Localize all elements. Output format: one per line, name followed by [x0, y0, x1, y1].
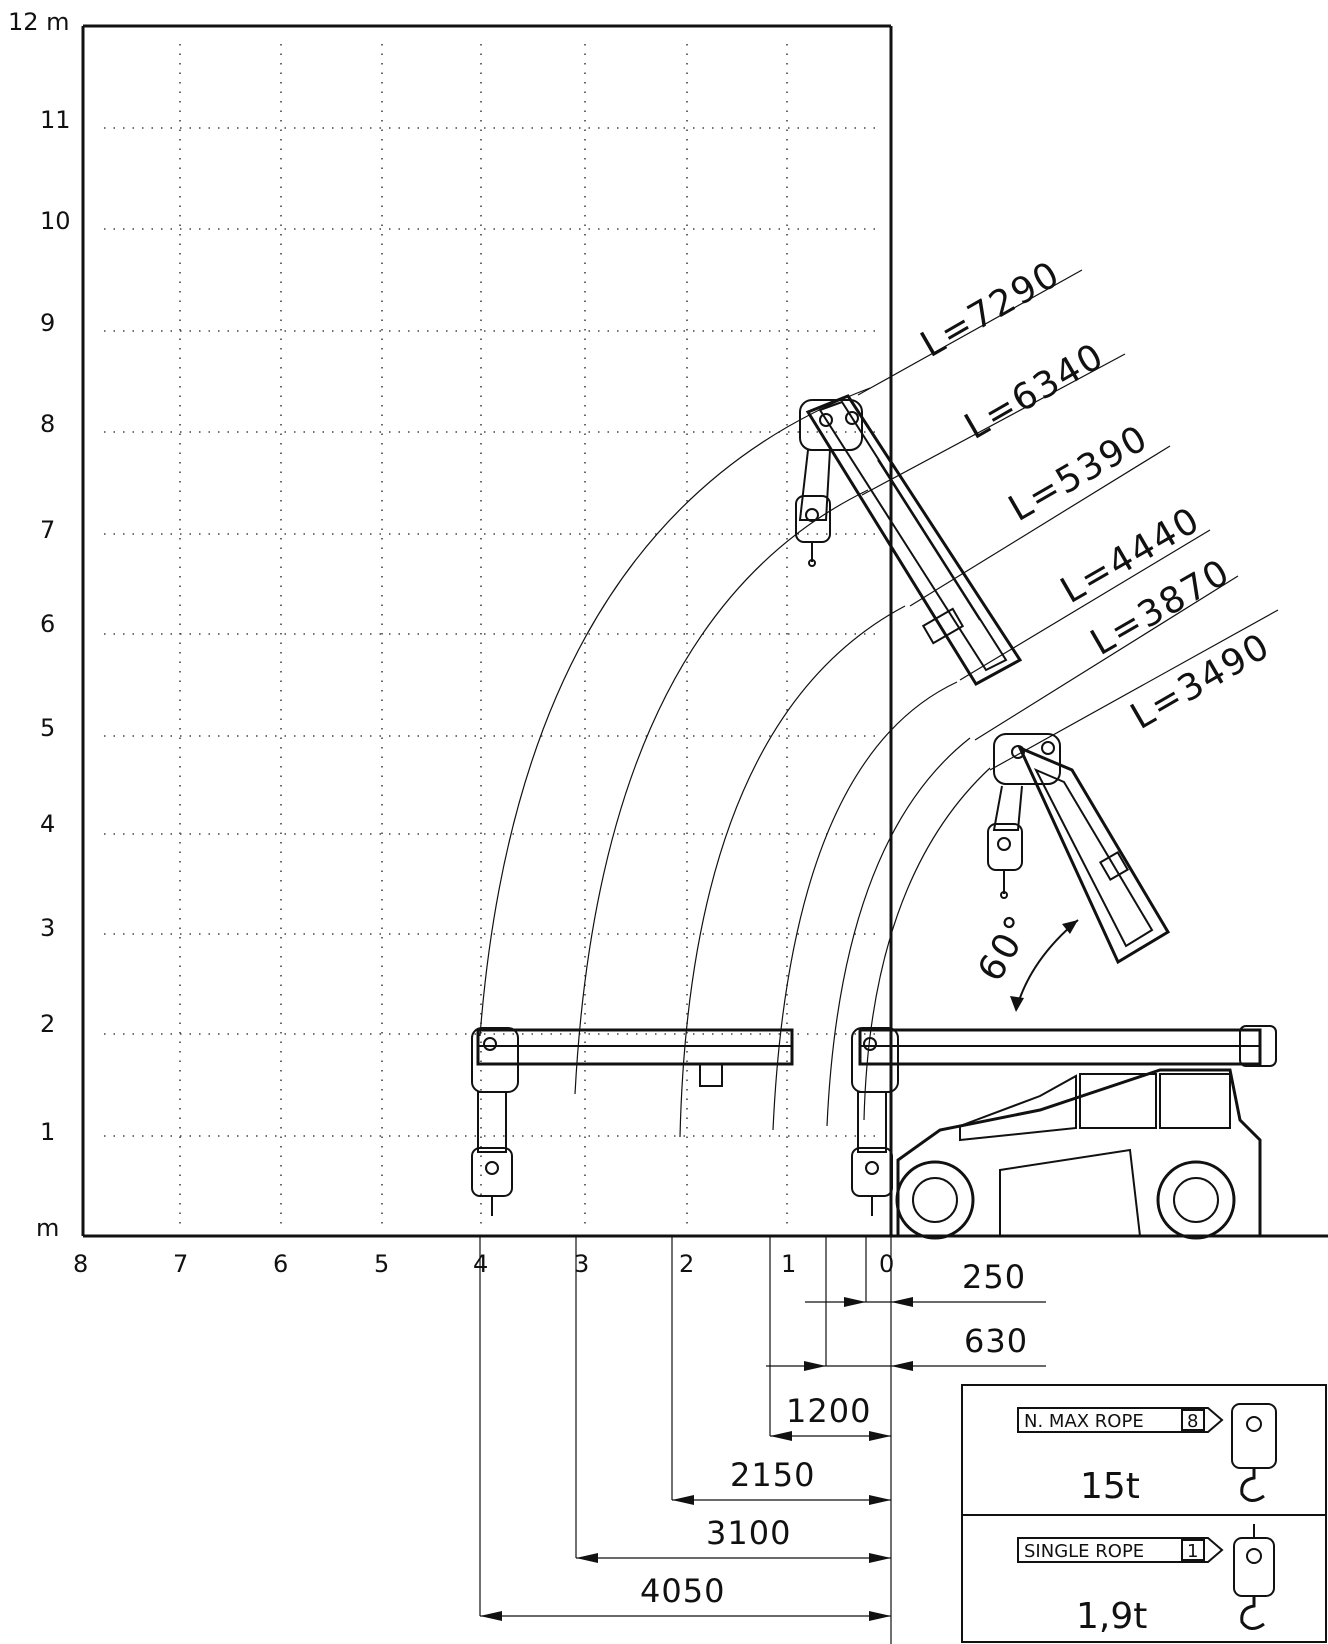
y-tick-label-10: 10 [40, 207, 71, 235]
y-axis-unit-label: m [36, 1214, 59, 1242]
y-tick-label-7: 7 [40, 516, 55, 544]
horizontal-boom-right [851, 1025, 1277, 1216]
load-box-single-rope: SINGLE ROPE 1 1,9t [1017, 1524, 1275, 1637]
x-tick-label-6: 6 [273, 1250, 288, 1278]
dimension-lines [480, 1297, 1046, 1621]
x-tick-label-1: 1 [781, 1250, 796, 1278]
max-rope-capacity: 15t [1080, 1466, 1140, 1507]
dimension-labels: 250 630 1200 2150 3100 4050 [640, 1258, 1028, 1610]
grid-frame [81, 24, 1328, 1238]
dimension-label-630: 630 [964, 1322, 1028, 1360]
boom-length-label-2: L=6340 [958, 335, 1112, 447]
boom-length-label-1: L=7290 [914, 253, 1068, 365]
y-tick-label-6: 6 [40, 610, 55, 638]
y-tick-label-3: 3 [40, 914, 55, 942]
x-tick-label-7: 7 [173, 1250, 188, 1278]
x-tick-label-0: 0 [879, 1250, 894, 1278]
horizontal-boom-left [471, 1027, 794, 1216]
x-tick-label-5: 5 [374, 1250, 389, 1278]
y-axis-top-label: 12 m [8, 8, 70, 36]
y-tick-label-1: 1 [40, 1118, 55, 1146]
hook-reach-arcs [479, 387, 991, 1138]
raised-boom-extended [795, 394, 1023, 686]
y-tick-label-9: 9 [40, 309, 55, 337]
boom-angle-indicator: 60° [970, 908, 1079, 1012]
hook-single-icon [1233, 1524, 1275, 1630]
single-rope-title: SINGLE ROPE [1024, 1541, 1144, 1562]
max-rope-count: 8 [1187, 1411, 1198, 1432]
boom-length-label-6: L=3490 [1124, 625, 1278, 737]
dimension-label-1200: 1200 [786, 1392, 871, 1430]
y-tick-label-2: 2 [40, 1010, 55, 1038]
single-rope-count: 1 [1187, 1541, 1198, 1562]
dotted-grid [104, 44, 880, 1226]
dimension-label-250: 250 [962, 1258, 1026, 1296]
load-capacity-panel: N. MAX ROPE 8 15t SINGLE ROPE 1 1,9t [961, 1384, 1327, 1643]
dimension-label-3100: 3100 [706, 1514, 791, 1552]
x-tick-label-3: 3 [574, 1250, 589, 1278]
y-tick-label-11: 11 [40, 106, 71, 134]
crane-chassis [895, 1068, 1262, 1240]
x-tick-label-8: 8 [73, 1250, 88, 1278]
hook-block-icon [1231, 1403, 1277, 1502]
y-tick-label-8: 8 [40, 410, 55, 438]
boom-length-label-3: L=5390 [1002, 417, 1156, 529]
single-rope-capacity: 1,9t [1076, 1596, 1147, 1637]
load-box-max-rope: N. MAX ROPE 8 15t [1017, 1403, 1277, 1507]
max-rope-title: N. MAX ROPE [1024, 1411, 1144, 1432]
y-axis-labels: 12 m 11 10 9 8 7 6 5 4 3 2 1 m [8, 8, 71, 1242]
y-tick-label-5: 5 [40, 714, 55, 742]
x-tick-label-2: 2 [679, 1250, 694, 1278]
x-tick-label-4: 4 [473, 1250, 488, 1278]
y-tick-label-4: 4 [40, 810, 55, 838]
dimension-vertical-guides [479, 1236, 892, 1644]
dimension-label-4050: 4050 [640, 1572, 725, 1610]
raised-boom-60deg [987, 733, 1171, 965]
x-axis-labels: 8 7 6 5 4 3 2 1 0 [73, 1250, 894, 1278]
dimension-label-2150: 2150 [730, 1456, 815, 1494]
